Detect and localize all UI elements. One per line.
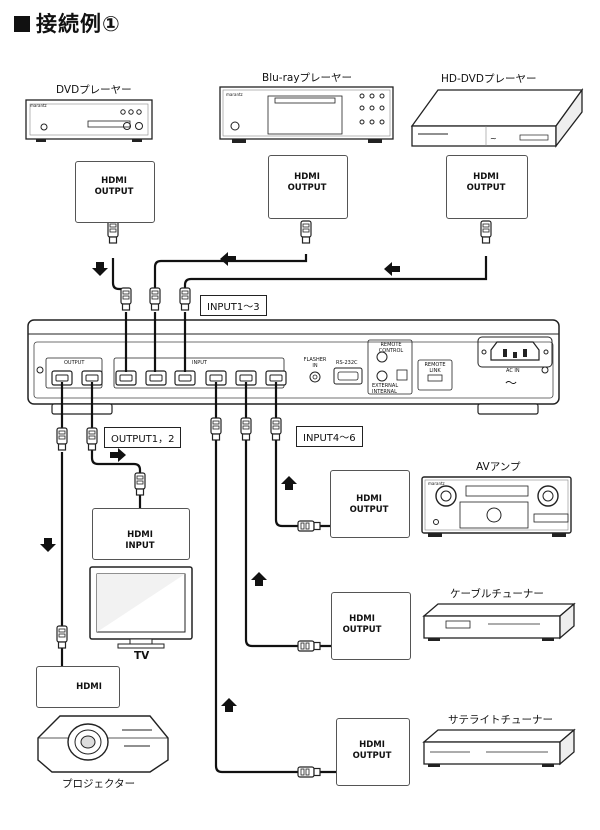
av-amplifier (421, 476, 572, 537)
hddvd-hdmi-output-box (446, 155, 528, 219)
cables-input-1-3 (111, 254, 488, 372)
panel-input-label: INPUT (192, 360, 207, 366)
panel-ac-in-label: AC IN (506, 368, 520, 374)
cable-tuner-label: ケーブルチューナー (450, 588, 544, 600)
satellite-hdmi-output-box (336, 718, 410, 786)
tv (89, 566, 193, 649)
tv-hdmi-input-box (92, 508, 190, 560)
bluray-brand-logo: marantz (226, 92, 243, 97)
cable-tuner-hdmi-output-box (331, 592, 411, 660)
av-amp-hdmi-output-box (330, 470, 410, 538)
panel-rs232c-label: RS-232C (336, 360, 358, 366)
dvd-player-label: DVDプレーヤー (56, 84, 132, 96)
direction-arrows (40, 252, 400, 712)
panel-ac-symbol: 〜 (505, 376, 518, 390)
av-amp-label: AVアンプ (476, 461, 521, 473)
projector-hdmi-label: HDMI (76, 682, 102, 692)
dvd-player (25, 99, 153, 142)
bluray-hdmi-output-box (268, 155, 348, 219)
dvd-brand-logo: marantz (30, 103, 47, 108)
page-title: 接続例① (14, 8, 121, 38)
hddvd-player: ~ (410, 87, 584, 148)
tv-label: TV (134, 650, 150, 662)
title-square-icon (14, 16, 30, 32)
dvd-hdmi-output-box (75, 161, 155, 223)
main-unit-rear-panel (27, 319, 560, 415)
cable-tuner (422, 602, 576, 641)
panel-output-label: OUTPUT (64, 360, 85, 366)
bluray-player (219, 86, 394, 143)
satellite-tuner (422, 728, 576, 767)
projector (37, 715, 169, 773)
output-1-2-tag: OUTPUT1，2 (104, 427, 182, 448)
input-1-3-tag: INPUT1～3 (200, 295, 267, 316)
projector-hdmi-box (36, 666, 120, 708)
bluray-player-label: Blu-rayプレーヤー (262, 72, 353, 84)
hddvd-player-label: HD-DVDプレーヤー (441, 73, 537, 85)
satellite-tuner-label: サテライトチューナー (448, 714, 553, 726)
projector-label: プロジェクター (62, 778, 136, 790)
input-4-6-tag: INPUT4～6 (296, 426, 363, 447)
av-amp-brand-logo: marantz (428, 481, 445, 486)
svg-text:~: ~ (490, 134, 497, 143)
